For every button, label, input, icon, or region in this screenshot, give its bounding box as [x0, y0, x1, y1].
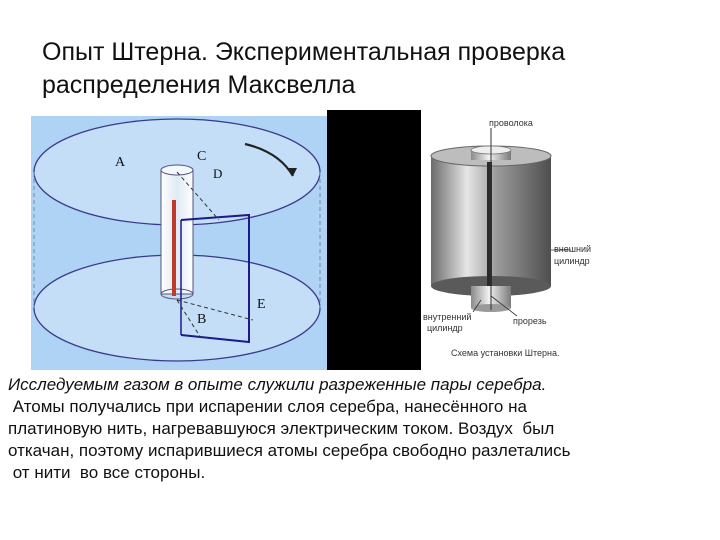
slide-title-line-1: Опыт Штерна. Экспериментальная проверка — [42, 38, 566, 66]
slit — [487, 162, 492, 286]
label-outer-cylinder-1: внешний — [554, 244, 591, 254]
description-line-4: откачан, поэтому испарившиеся атомы сере… — [8, 441, 571, 460]
label-e: E — [257, 297, 266, 312]
description-line-5: от нити во все стороны. — [8, 463, 206, 482]
description-line-2: Атомы получались при испарении слоя сере… — [8, 397, 527, 416]
scheme-caption: Схема установки Штерна. — [451, 348, 560, 358]
label-inner-cylinder-2: цилиндр — [427, 323, 463, 333]
figure-gap — [327, 110, 421, 370]
inner-cylinder — [160, 169, 194, 295]
description-line-1: Исследуемым газом в опыте служили разреж… — [8, 375, 547, 394]
label-c: C — [197, 149, 206, 164]
slide-title: Опыт Штерна. Экспериментальная проверка … — [42, 36, 682, 102]
stern-setup-scheme: проволока внешний цилиндр внутренний цил… — [421, 110, 602, 370]
label-inner-cylinder-1: внутренний — [423, 312, 471, 322]
description-text: Исследуемым газом в опыте служили разреж… — [8, 374, 713, 484]
slide-title-line-2: распределения Максвелла — [42, 71, 356, 99]
stern-apparatus-drawing: A C D B E — [31, 110, 327, 370]
label-b: B — [197, 312, 206, 327]
label-outer-cylinder-2: цилиндр — [554, 256, 590, 266]
label-slit: прорезь — [513, 316, 547, 326]
label-wire: проволока — [489, 118, 533, 128]
label-d: D — [213, 166, 222, 181]
silver-filament — [172, 200, 176, 296]
label-a: A — [115, 155, 126, 170]
description-line-3: платиновую нить, нагревавшуюся электриче… — [8, 419, 555, 438]
